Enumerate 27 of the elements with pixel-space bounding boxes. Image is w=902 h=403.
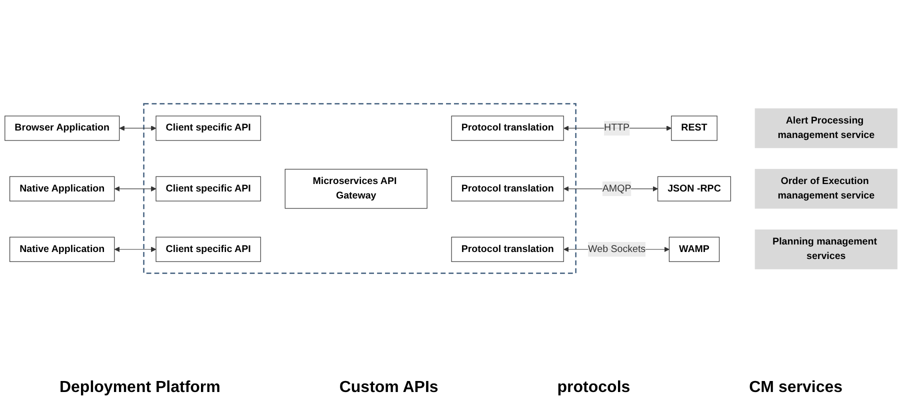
arrow [114,246,156,252]
edge-label: AMQP [602,183,632,194]
edge-label: Web Sockets [588,244,646,254]
node-box: JSON -RPC [658,176,731,202]
arrow [114,186,156,192]
edge-label: HTTP [604,122,630,134]
node-box: Native Application [9,236,115,262]
node-box: Protocol translation [451,116,564,141]
node-box: Alert Processing management service [754,108,898,148]
node-box: Client specific API [156,176,261,202]
node-box: Planning management services [754,230,898,270]
cluster [143,103,576,274]
arrow [119,126,156,131]
column-caption: Deployment Platform [59,379,220,397]
node-box: Native Application [9,176,115,202]
node-box: Browser Application [4,116,120,141]
node-box: WAMP [668,236,720,262]
column-caption: protocols [557,379,630,397]
node-box: Order of Execution management service [754,168,898,209]
node-box: REST [671,116,718,141]
column-caption: Custom APIs [339,379,438,397]
node-box: Microservices API Gateway [284,168,428,209]
column-caption: CM services [749,379,843,397]
node-box: Client specific API [156,116,261,141]
node-box: Protocol translation [451,176,564,202]
node-box: Protocol translation [451,236,564,262]
node-box: Client specific API [156,236,261,262]
